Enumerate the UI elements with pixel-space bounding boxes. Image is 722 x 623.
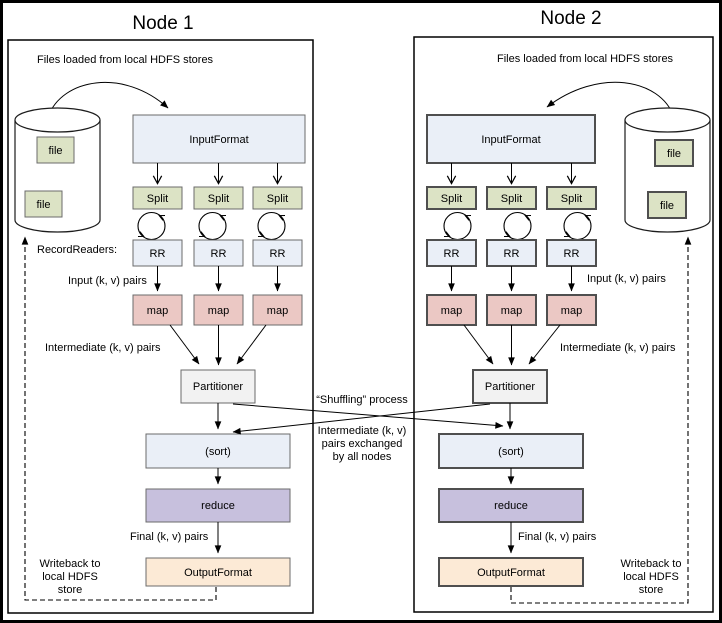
node1-file-1-label: file xyxy=(48,145,62,157)
node2-sort-label: (sort) xyxy=(498,446,524,458)
node2-file-2-box xyxy=(647,191,687,219)
node2-map-3-box xyxy=(546,294,597,326)
node1-partitioner-label: Partitioner xyxy=(193,381,243,393)
node2-inputformat-box xyxy=(426,114,596,164)
node1-files-loaded-label: Files loaded from local HDFS stores xyxy=(37,54,214,66)
node2-outputformat-label: OutputFormat xyxy=(477,567,545,579)
shuffle-arrow-node1-to-node2 xyxy=(232,403,504,429)
shuffle-arrow-node2-to-node1 xyxy=(232,403,491,435)
node2-final-pairs-label: Final (k, v) pairs xyxy=(518,531,597,543)
node1-split-3-label: Split xyxy=(267,193,288,205)
node2-split-2-label: Split xyxy=(501,193,522,205)
node2-outputformat-box xyxy=(438,557,584,587)
node1-writeback-label-2: local HDFS xyxy=(42,571,98,583)
node1-writeback-dashed-arrow xyxy=(21,236,217,601)
node1-map-1-label: map xyxy=(147,305,168,317)
node2-map-1-label: map xyxy=(441,305,462,317)
node2-split-2-box xyxy=(486,186,537,210)
node1-arrow-map3-partitioner xyxy=(236,324,267,365)
node1-box xyxy=(7,39,314,614)
node2-split-1-box xyxy=(426,186,477,210)
node2-group: Node 2 Files loaded from local HDFS stor… xyxy=(413,8,714,613)
node1-rr-3-label: RR xyxy=(270,248,286,260)
node1-file-2-box xyxy=(24,190,63,218)
node1-rr-2-box xyxy=(193,239,244,267)
node2-box xyxy=(413,36,714,613)
node2-file-2-label: file xyxy=(660,200,674,212)
node2-sort-box xyxy=(438,433,584,469)
node1-map-1-box xyxy=(132,294,183,326)
node2-writeback-label-1: Writeback to xyxy=(621,558,682,570)
node2-file-1-label: file xyxy=(667,148,681,160)
node1-outputformat-box xyxy=(145,557,291,587)
node1-reduce-box xyxy=(145,488,291,523)
node1-rr-1-label: RR xyxy=(150,248,166,260)
node1-title: Node 1 xyxy=(132,13,193,34)
node2-intermediate-pairs-label: Intermediate (k, v) pairs xyxy=(560,342,676,354)
node2-arrow-map3-partitioner xyxy=(528,324,561,365)
node1-final-pairs-label: Final (k, v) pairs xyxy=(130,531,209,543)
shuffle-group: “Shuffling” process Intermediate (k, v) … xyxy=(232,394,504,463)
node2-rr-2-box xyxy=(486,239,537,267)
node1-map-3-label: map xyxy=(267,305,288,317)
node1-map-2-label: map xyxy=(208,305,229,317)
node1-file-1-box xyxy=(36,136,75,164)
node2-title: Node 2 xyxy=(540,8,601,29)
node2-map-2-label: map xyxy=(501,305,522,317)
node2-files-loaded-label: Files loaded from local HDFS stores xyxy=(497,53,674,65)
node1-group: Node 1 Files loaded from local HDFS stor… xyxy=(7,13,314,614)
node2-rr-1-label: RR xyxy=(444,248,460,260)
node1-file-2-label: file xyxy=(36,199,50,211)
node1-inputformat-label: InputFormat xyxy=(189,134,248,146)
node1-split-1-label: Split xyxy=(147,193,168,205)
node2-rr-2-label: RR xyxy=(504,248,520,260)
node1-arrow-map1-partitioner xyxy=(169,324,200,365)
node1-partitioner-box xyxy=(180,369,256,404)
node1-rr-3-box xyxy=(252,239,303,267)
node2-writeback-label-2: local HDFS xyxy=(623,571,679,583)
exchanged-label-3: by all nodes xyxy=(333,451,392,463)
node2-split-3-box xyxy=(546,186,597,210)
node1-intermediate-pairs-label: Intermediate (k, v) pairs xyxy=(45,342,161,354)
node1-split-1-box xyxy=(132,186,183,210)
node2-file-1-box xyxy=(654,139,694,167)
node1-split-2-label: Split xyxy=(208,193,229,205)
node1-map-3-box xyxy=(252,294,303,326)
node2-map-1-box xyxy=(426,294,477,326)
node2-map-3-label: map xyxy=(561,305,582,317)
node1-input-pairs-label: Input (k, v) pairs xyxy=(68,275,147,287)
node2-rr-3-box xyxy=(546,239,597,267)
node1-writeback-label-1: Writeback to xyxy=(40,558,101,570)
node1-recordreaders-label: RecordReaders: xyxy=(37,244,117,256)
exchanged-label-1: Intermediate (k, v) xyxy=(318,425,407,437)
node1-sort-label: (sort) xyxy=(205,446,231,458)
node2-rr-1-box xyxy=(426,239,477,267)
node2-arrow-hdfs-to-inputformat xyxy=(546,81,675,118)
node2-arrow-map1-partitioner xyxy=(463,324,494,365)
node2-reduce-label: reduce xyxy=(494,500,528,512)
node1-inputformat-box xyxy=(132,114,306,164)
node1-writeback-label-3: store xyxy=(58,584,82,596)
node2-writeback-dashed-arrow xyxy=(510,236,692,604)
shuffling-process-label: “Shuffling” process xyxy=(316,394,408,406)
node1-split-3-box xyxy=(252,186,303,210)
node1-arrow-hdfs-to-inputformat xyxy=(47,82,169,118)
node2-split-1-label: Split xyxy=(441,193,462,205)
node1-rr-2-label: RR xyxy=(211,248,227,260)
node1-reduce-label: reduce xyxy=(201,500,235,512)
node2-rr-3-label: RR xyxy=(564,248,580,260)
node2-split-3-label: Split xyxy=(561,193,582,205)
node2-writeback-label-3: store xyxy=(639,584,663,596)
node2-input-pairs-label: Input (k, v) pairs xyxy=(587,273,666,285)
exchanged-label-2: pairs exchanged xyxy=(322,438,403,450)
node1-split-2-box xyxy=(193,186,244,210)
node1-outputformat-label: OutputFormat xyxy=(184,567,252,579)
node2-partitioner-label: Partitioner xyxy=(485,381,535,393)
node2-inputformat-label: InputFormat xyxy=(481,134,540,146)
